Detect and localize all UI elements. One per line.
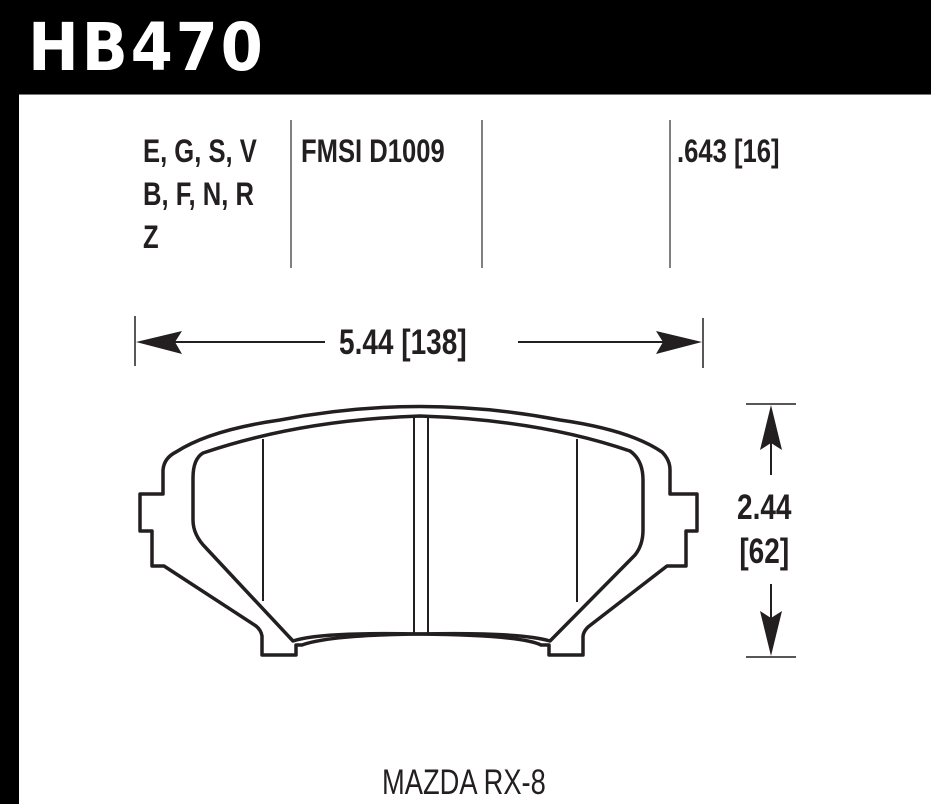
height-inches: 2.44 [737, 488, 792, 527]
height-dimension-arrow [746, 403, 796, 658]
height-dimension-label: 2.44 [62] [737, 486, 792, 574]
thickness-spec: .643 [16] [677, 133, 780, 169]
center-slot [413, 416, 429, 634]
backing-plate-outline [138, 404, 699, 657]
compound-line-1: E, G, S, V [143, 133, 257, 169]
fmsi-number: FMSI D1009 [301, 133, 445, 169]
header-rule [19, 94, 931, 95]
height-mm: [62] [739, 532, 790, 571]
left-border-strip [0, 94, 19, 804]
friction-material-outline [191, 414, 645, 643]
header-bar: HB470 [0, 0, 931, 94]
compound-list: E, G, S, V B, F, N, R Z [143, 130, 257, 259]
width-dimension-label: 5.44 [138] [339, 323, 467, 362]
column-divider-3 [669, 120, 671, 268]
compound-line-2: B, F, N, R [143, 176, 254, 212]
chamfer-lines [262, 439, 578, 602]
column-divider-1 [290, 120, 292, 268]
part-number: HB470 [28, 9, 266, 86]
column-divider-2 [481, 120, 483, 268]
compound-line-3: Z [143, 219, 159, 255]
width-dimension-arrow [134, 316, 704, 368]
vehicle-application: MAZDA RX-8 [382, 763, 546, 802]
